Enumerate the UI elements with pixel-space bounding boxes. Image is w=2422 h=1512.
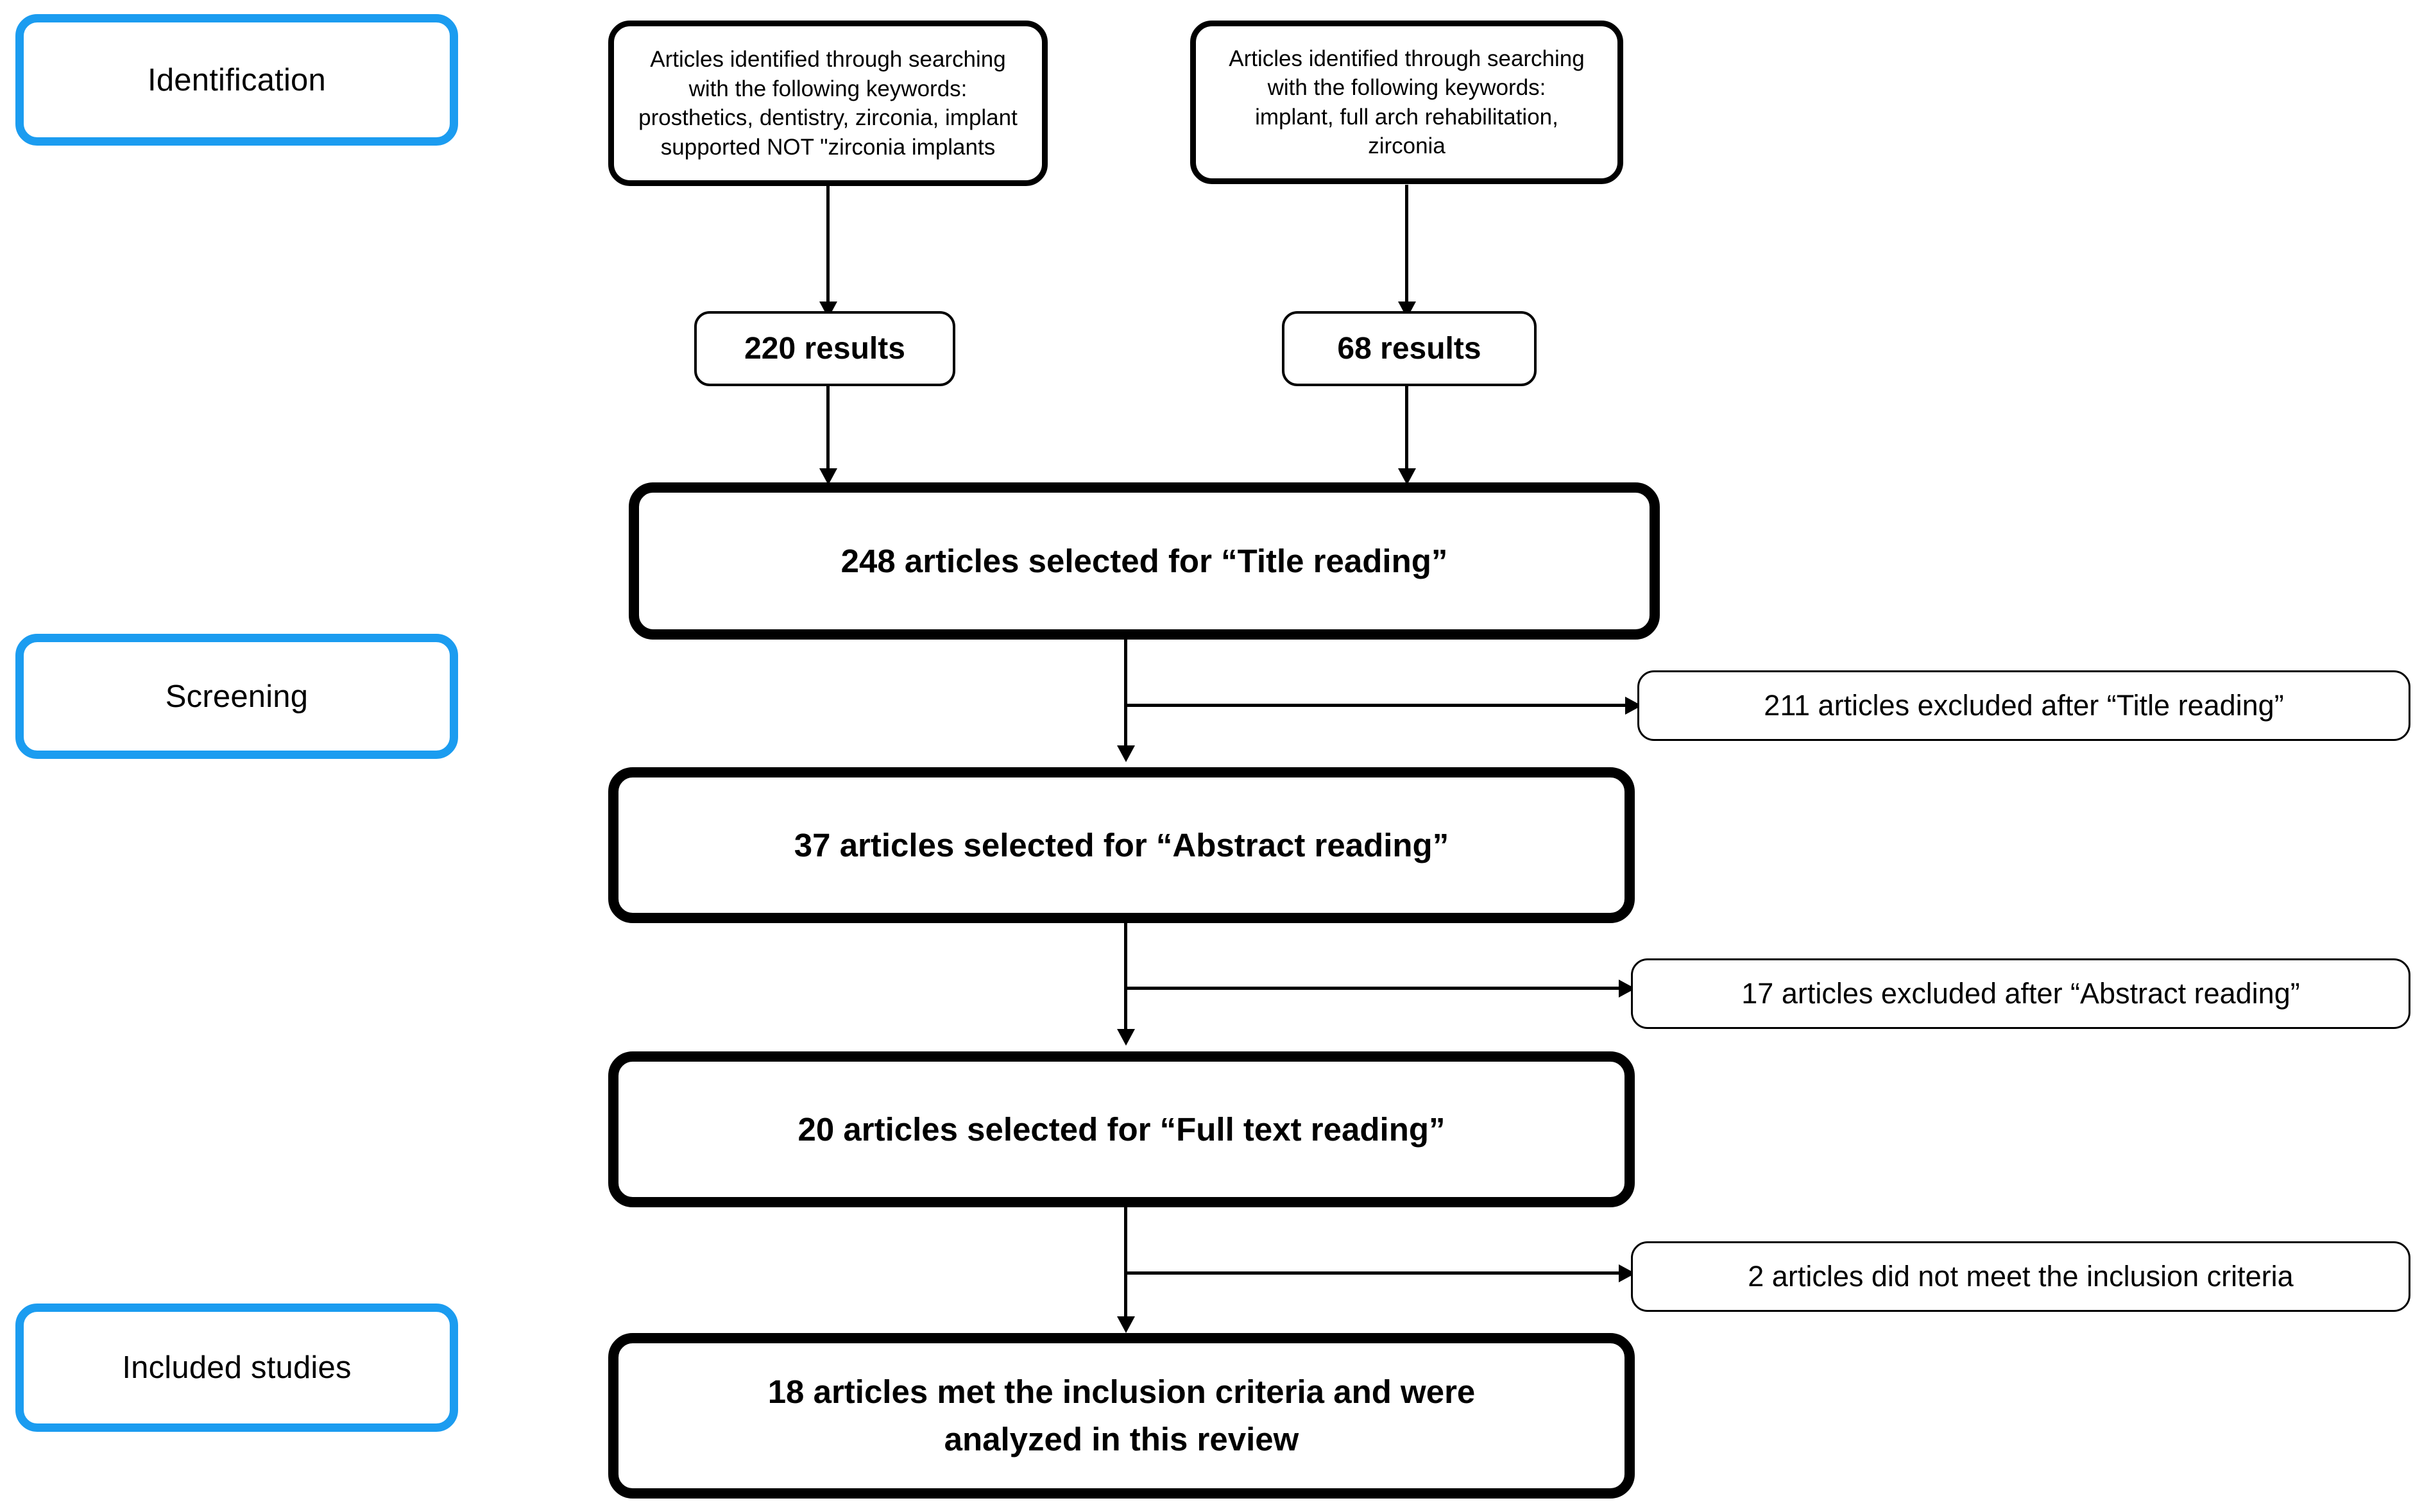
exclusion-box-inclusion-criteria-text: 2 articles did not meet the inclusion cr…: [1748, 1260, 2294, 1293]
flow-box-abstract-reading: 37 articles selected for “Abstract readi…: [608, 767, 1635, 923]
connector-source1-to-results1: [826, 186, 830, 313]
connector-full-text-to-excluded-inclusion: [1124, 1271, 1628, 1275]
connector-results2-to-title-reading: [1405, 386, 1408, 481]
exclusion-box-abstract-reading: 17 articles excluded after “Abstract rea…: [1631, 958, 2410, 1029]
connector-title-reading-to-excluded-title: [1124, 704, 1634, 707]
source-box-1-text: Articles identified through searching wi…: [638, 47, 1018, 160]
stage-label-identification: Identification: [15, 14, 458, 146]
stage-label-screening: Screening: [15, 634, 458, 759]
flow-box-final-included: 18 articles met the inclusion criteria a…: [608, 1333, 1635, 1499]
arrowhead-abstract-reading-to-full-text: [1117, 1029, 1135, 1046]
exclusion-box-title-reading-text: 211 articles excluded after “Title readi…: [1764, 689, 2284, 722]
source-box-2-text: Articles identified through searching wi…: [1229, 46, 1585, 159]
arrowhead-full-text-to-final: [1117, 1316, 1135, 1333]
flow-box-title-reading-text: 248 articles selected for “Title reading…: [840, 542, 1448, 579]
connector-results1-to-title-reading: [826, 386, 830, 481]
flow-box-full-text-reading: 20 articles selected for “Full text read…: [608, 1051, 1635, 1207]
exclusion-box-title-reading: 211 articles excluded after “Title readi…: [1637, 670, 2410, 741]
results-box-1-text: 220 results: [744, 332, 905, 366]
connector-title-reading-to-abstract-reading: [1124, 640, 1127, 752]
source-box-2: Articles identified through searching wi…: [1190, 21, 1623, 184]
connector-abstract-reading-to-excluded-abstract: [1124, 987, 1628, 990]
connector-source2-to-results2: [1405, 185, 1408, 313]
stage-label-identification-text: Identification: [148, 62, 326, 98]
source-box-1: Articles identified through searching wi…: [608, 21, 1048, 186]
arrowhead-results2-to-title-reading: [1398, 468, 1416, 485]
flow-box-title-reading: 248 articles selected for “Title reading…: [629, 482, 1660, 640]
arrowhead-results1-to-title-reading: [819, 468, 837, 485]
stage-label-included-studies-text: Included studies: [122, 1350, 352, 1385]
results-box-1: 220 results: [694, 311, 955, 386]
results-box-2: 68 results: [1282, 311, 1537, 386]
connector-abstract-reading-to-full-text: [1124, 923, 1127, 1035]
flow-box-full-text-reading-text: 20 articles selected for “Full text read…: [797, 1110, 1446, 1148]
results-box-2-text: 68 results: [1337, 332, 1481, 366]
connector-full-text-to-final: [1124, 1207, 1127, 1326]
flow-box-abstract-reading-text: 37 articles selected for “Abstract readi…: [794, 826, 1449, 863]
flow-box-final-included-text: 18 articles met the inclusion criteria a…: [767, 1373, 1476, 1457]
stage-label-screening-text: Screening: [165, 679, 309, 714]
arrowhead-title-reading-to-abstract-reading: [1117, 745, 1135, 762]
stage-label-included-studies: Included studies: [15, 1304, 458, 1432]
exclusion-box-inclusion-criteria: 2 articles did not meet the inclusion cr…: [1631, 1241, 2410, 1312]
exclusion-box-abstract-reading-text: 17 articles excluded after “Abstract rea…: [1741, 977, 2300, 1010]
